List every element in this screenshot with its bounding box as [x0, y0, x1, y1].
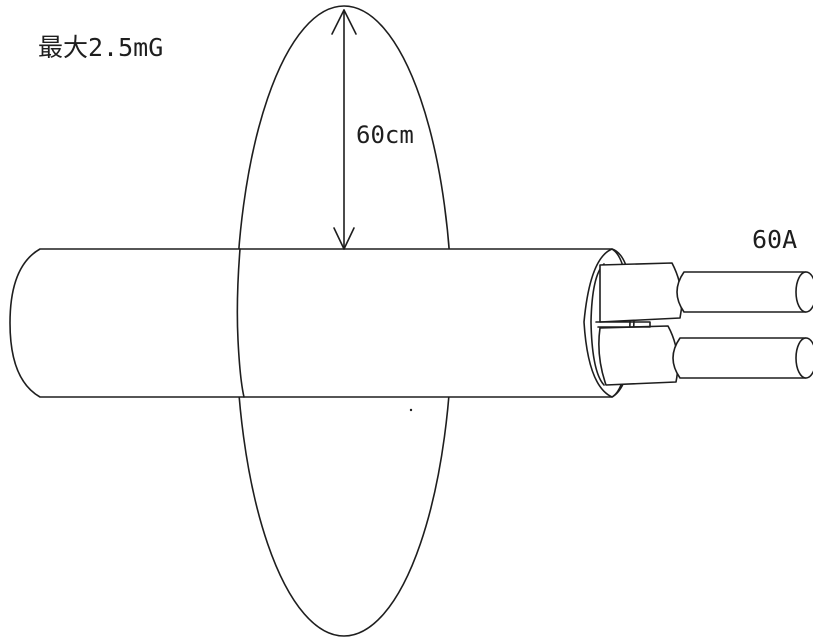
lower-conductor-end — [795, 337, 813, 379]
current-label: 60A — [752, 225, 797, 254]
sheath-inner-rim — [590, 263, 605, 386]
field-ellipse-front-arc — [236, 248, 245, 398]
upper-conductor — [676, 271, 811, 313]
field-value-label: 最大2.5mG — [38, 33, 163, 62]
distance-arrow-bottom-head — [333, 227, 355, 250]
distance-label: 60cm — [356, 121, 414, 149]
insulation-split-line — [595, 321, 651, 328]
cable-outer-sheath — [9, 248, 635, 398]
upper-insulation — [599, 262, 683, 323]
lower-insulation — [598, 325, 679, 386]
speck-dot — [409, 408, 413, 412]
distance-arrow-top-head — [331, 9, 357, 35]
lower-conductor — [672, 337, 811, 379]
upper-conductor-end — [795, 271, 813, 313]
